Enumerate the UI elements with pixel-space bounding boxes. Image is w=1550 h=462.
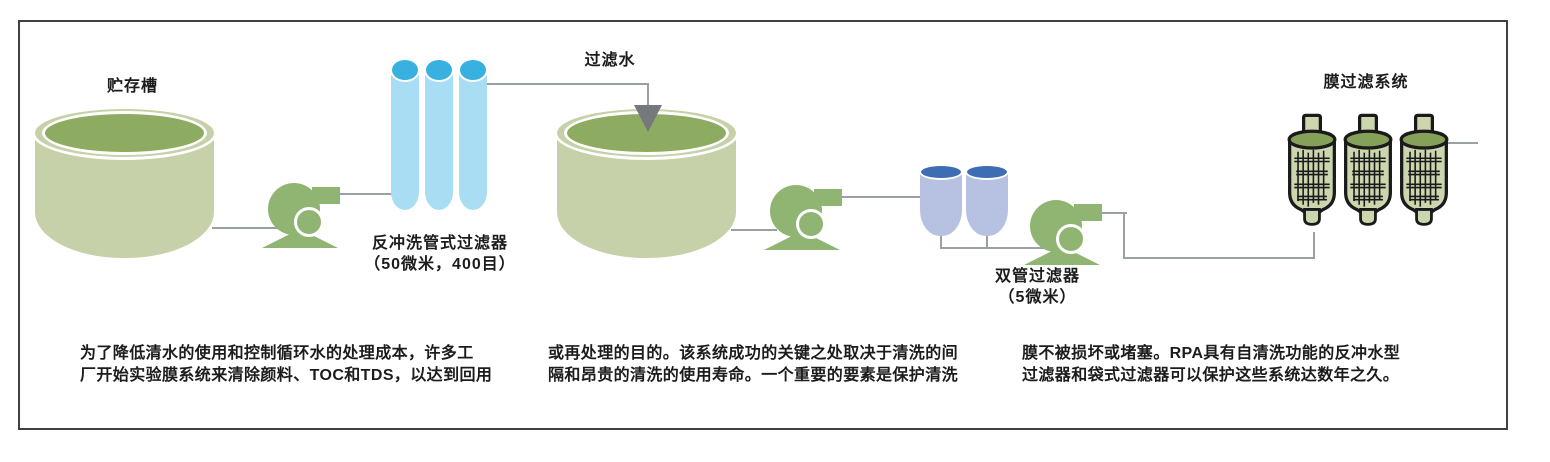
filter-tube	[458, 58, 488, 210]
caption-2: 或再处理的目的。该系统成功的关键之处取决于清洗的间 隔和昂贵的清洗的使用寿命。一…	[548, 343, 1003, 387]
tube-cap	[458, 58, 488, 82]
caption-1: 为了降低清水的使用和控制循环水的处理成本，许多工 厂开始实验膜系统来清除颜料、T…	[80, 343, 530, 387]
cartridge-cap	[919, 164, 963, 180]
pump-outlet	[1074, 204, 1102, 221]
cartridge-body	[966, 170, 1008, 236]
caption-2-line1: 或再处理的目的。该系统成功的关键之处取决于清洗的间	[548, 345, 959, 362]
caption-3-line1: 膜不被损坏或堵塞。RPA具有自清洗功能的反冲水型	[1022, 345, 1401, 362]
backwash-filter-label-line1: 反冲洗管式过滤器	[371, 235, 508, 252]
pipe	[731, 229, 777, 231]
filtered-water-label: 过滤水	[584, 52, 636, 69]
tube-body	[459, 70, 487, 210]
pump-icon	[1024, 200, 1108, 266]
caption-3-line2: 过滤器和袋式过滤器可以保护这些系统达数年之久。	[1022, 367, 1400, 384]
pump-icon	[764, 185, 848, 251]
pump-impeller	[796, 209, 826, 239]
tube-cap	[390, 58, 420, 82]
pump-outlet	[814, 189, 842, 206]
cartridge-body	[920, 170, 962, 236]
dual-filter-cartridge	[965, 164, 1009, 236]
caption-3: 膜不被损坏或堵塞。RPA具有自清洗功能的反冲水型 过滤器和袋式过滤器可以保护这些…	[1022, 343, 1452, 387]
dual-filter-cartridge	[919, 164, 963, 236]
pump-impeller	[294, 207, 324, 237]
caption-1-line2: 厂开始实验膜系统来清除颜料、TOC和TDS，以达到回用	[80, 367, 493, 384]
pipe	[484, 83, 649, 85]
cartridge-cap	[965, 164, 1009, 180]
tube-body	[391, 70, 419, 210]
pipe	[1098, 212, 1127, 214]
pipe	[1123, 212, 1125, 259]
pipe	[838, 196, 924, 198]
pipe	[1123, 257, 1315, 259]
tank-opening	[42, 111, 207, 155]
pipe	[212, 227, 292, 229]
pipe	[986, 230, 988, 249]
pipe	[336, 193, 398, 195]
membrane-vessel	[1343, 113, 1393, 226]
membrane-vessel	[1287, 113, 1337, 226]
dual-filter-label-line1: 双管过滤器	[994, 268, 1080, 285]
pipe	[940, 230, 942, 249]
pipe	[1448, 142, 1478, 144]
caption-1-line1: 为了降低清水的使用和控制循环水的处理成本，许多工	[80, 345, 474, 362]
pump-impeller	[1056, 224, 1086, 254]
tube-cap	[424, 58, 454, 82]
dual-filter-label-line2: （5微米）	[998, 289, 1077, 306]
pump-icon	[262, 183, 346, 249]
pump-outlet	[312, 187, 340, 204]
filter-tube	[390, 58, 420, 210]
storage-tank-label: 贮存槽	[106, 78, 158, 95]
dual-filter-label: 双管过滤器 （5微米）	[960, 266, 1115, 308]
pipe	[647, 83, 649, 107]
diagram-frame: 贮存槽 反冲洗管式过滤器 （50微米，400目）	[18, 20, 1508, 430]
backwash-filter-label-line2: （50微米，400目）	[364, 256, 516, 273]
caption-2-line2: 隔和昂贵的清洗的使用寿命。一个重要的要素是保护清洗	[548, 367, 959, 384]
membrane-system-label: 膜过滤系统	[1323, 74, 1409, 91]
backwash-tube-filters	[390, 58, 490, 210]
pipe	[940, 247, 1064, 249]
filter-tube	[424, 58, 454, 210]
storage-tank	[32, 100, 217, 260]
tube-body	[425, 70, 453, 210]
membrane-vessel	[1399, 113, 1449, 226]
pipe	[1313, 232, 1315, 259]
backwash-filter-label: 反冲洗管式过滤器 （50微米，400目）	[345, 233, 535, 275]
